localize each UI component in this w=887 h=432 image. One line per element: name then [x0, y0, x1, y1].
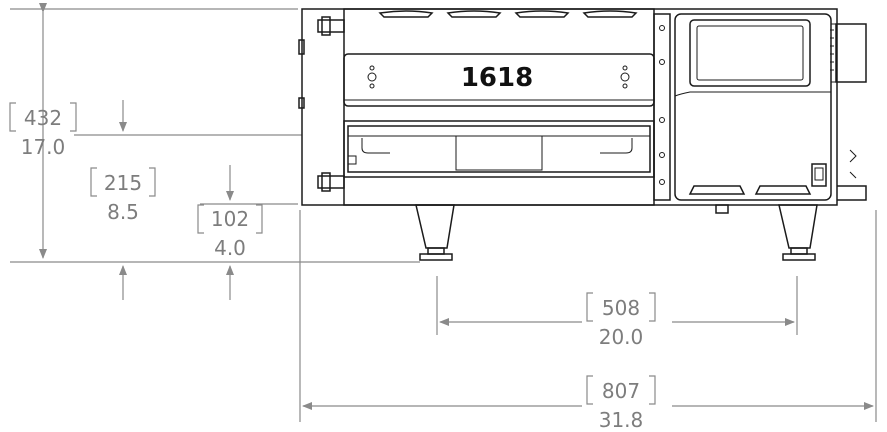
dim-leg-spacing: 508 20.0	[586, 292, 656, 349]
right-leg	[778, 204, 818, 261]
svg-text:8.5: 8.5	[107, 200, 139, 224]
dimension-lines	[10, 3, 877, 422]
svg-text:215: 215	[104, 171, 142, 195]
svg-text:4.0: 4.0	[214, 236, 246, 260]
model-label: 1618	[461, 63, 533, 93]
svg-text:20.0: 20.0	[599, 325, 644, 349]
right-adjuster-icon	[620, 65, 630, 89]
svg-text:102: 102	[211, 207, 249, 231]
dim-total-height: 432 17.0	[9, 102, 77, 159]
dim-leg-height: 102 4.0	[197, 204, 263, 260]
dim-opening-height: 215 8.5	[90, 167, 156, 224]
svg-text:807: 807	[602, 379, 640, 403]
control-screen	[689, 19, 811, 87]
left-leg	[415, 204, 455, 261]
svg-text:432: 432	[24, 106, 62, 130]
svg-text:17.0: 17.0	[21, 135, 66, 159]
dim-total-width: 807 31.8	[586, 375, 656, 432]
svg-text:508: 508	[602, 296, 640, 320]
oven-body	[298, 8, 867, 214]
svg-text:31.8: 31.8	[599, 408, 644, 432]
left-adjuster-icon	[367, 65, 377, 89]
